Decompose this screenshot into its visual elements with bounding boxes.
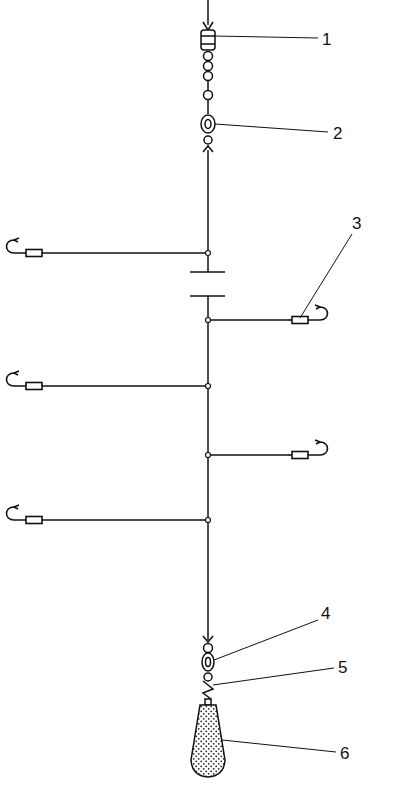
leader-lines [213,36,352,752]
hooks [7,238,328,524]
callout-number: 5 [336,658,349,677]
sinker [191,705,225,777]
callout-number: 4 [319,604,332,623]
callout-number: 2 [331,124,344,143]
barrel-swivel [201,22,215,152]
dropper-lines [45,253,290,520]
callout-number: 6 [338,744,351,763]
callout-number: 3 [350,214,363,233]
knots [206,251,211,523]
break-mark [190,272,225,296]
callout-number: 1 [320,30,333,49]
snap-swivel [202,636,214,705]
